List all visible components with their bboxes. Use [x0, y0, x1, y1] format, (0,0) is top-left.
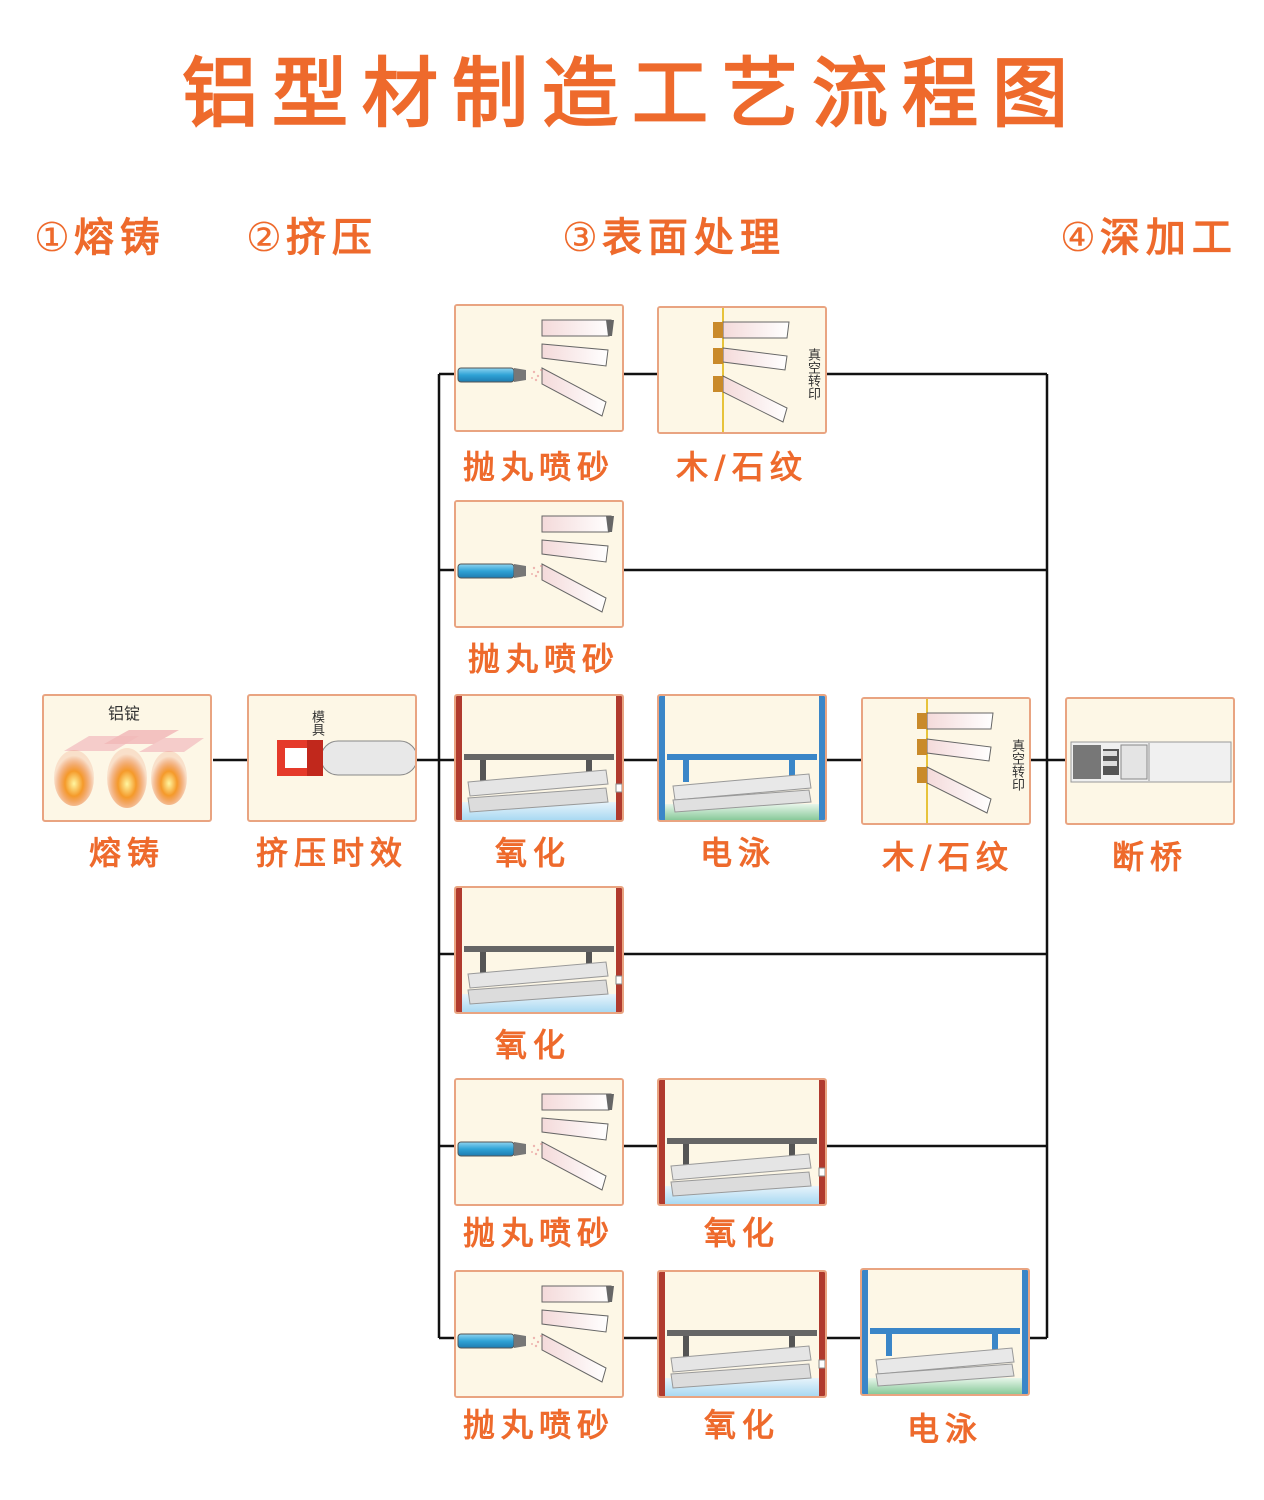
page-title: 铝型材制造工艺流程图 [182, 49, 1082, 138]
step-caption: 木/石纹 [676, 448, 808, 486]
anodize-box [454, 694, 624, 822]
step-caption: 氧化 [703, 1214, 780, 1252]
blast-icon [456, 1272, 622, 1396]
blast-icon [456, 306, 622, 430]
electrophoresis-box [860, 1268, 1030, 1396]
anodize-tank-icon [456, 888, 622, 1012]
step-caption: 氧化 [494, 1026, 571, 1064]
wood-grain-icon [863, 699, 1029, 823]
stage-number: ④ [1060, 215, 1096, 261]
anodize-tank-icon [659, 1080, 825, 1204]
step-caption: 抛丸喷砂 [462, 448, 615, 486]
anodize-box [657, 1078, 827, 1206]
step-caption: 抛丸喷砂 [462, 1214, 615, 1252]
ingot-label: 铝锭 [108, 704, 141, 723]
anodize-box [657, 1270, 827, 1398]
step-caption: 电泳 [699, 834, 776, 872]
step-caption: 氧化 [703, 1406, 780, 1444]
step-caption: 抛丸喷砂 [462, 1406, 615, 1444]
blast-icon [456, 502, 622, 626]
step-caption: 挤压时效 [255, 834, 408, 872]
electrophoresis-tank-icon [862, 1270, 1028, 1394]
stage-number: ② [246, 215, 282, 261]
step-caption: 断桥 [1111, 838, 1188, 876]
step-caption: 抛丸喷砂 [467, 640, 620, 678]
step-caption: 氧化 [494, 834, 571, 872]
step-caption: 熔铸 [88, 834, 165, 872]
stage-label: 挤压 [285, 215, 378, 261]
anodize-box [454, 886, 624, 1014]
vacuum-transfer-label: 真空转印 [805, 348, 820, 400]
electrophoresis-tank-icon [659, 696, 825, 820]
step-caption: 电泳 [906, 1410, 983, 1448]
stage-label: 熔铸 [73, 215, 166, 261]
blast-box [454, 500, 624, 628]
stage-number: ③ [562, 215, 598, 261]
extrusion-die-icon [277, 740, 415, 776]
extrusion-box: 模具 [247, 694, 417, 822]
wood-grain-box: 真空转印 [657, 306, 827, 434]
vacuum-transfer-label: 真空转印 [1009, 739, 1024, 791]
blast-box [454, 1270, 624, 1398]
step-caption: 木/石纹 [882, 838, 1014, 876]
anodize-tank-icon [659, 1272, 825, 1396]
casting-box: 铝锭 [42, 694, 212, 822]
furnace-icon [54, 730, 204, 808]
stage-number: ① [34, 215, 70, 261]
stage-label: 深加工 [1099, 215, 1238, 261]
die-label: 模具 [309, 710, 324, 736]
blast-icon [456, 1080, 622, 1204]
stage-label: 表面处理 [601, 215, 786, 261]
thermal-break-box [1065, 697, 1235, 825]
wood-grain-box: 真空转印 [861, 697, 1031, 825]
electrophoresis-box [657, 694, 827, 822]
anodize-tank-icon [456, 696, 622, 820]
blast-box [454, 304, 624, 432]
thermal-break-profile-icon [1070, 741, 1232, 783]
blast-box [454, 1078, 624, 1206]
wood-grain-icon [659, 308, 825, 432]
